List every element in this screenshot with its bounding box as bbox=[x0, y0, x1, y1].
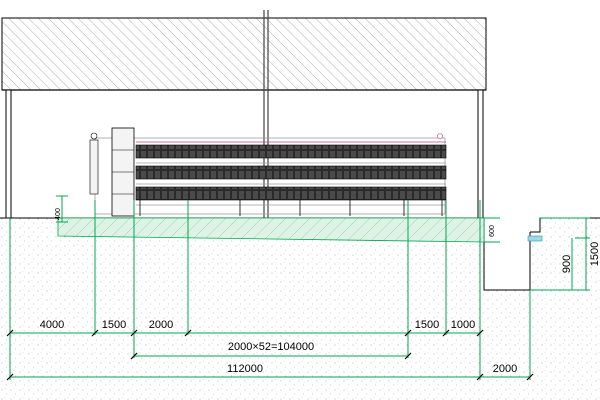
dim-1500-right: 1500 bbox=[415, 319, 439, 331]
cage-tier-bottom bbox=[135, 186, 447, 201]
dim-1500-pit: 1500 bbox=[589, 242, 600, 266]
dim-2000-right: 2000 bbox=[493, 363, 517, 375]
cage-system bbox=[89, 127, 447, 217]
roof bbox=[1, 17, 487, 91]
dim-2000-left: 2000 bbox=[149, 319, 173, 331]
dim-span: 2000×52=104000 bbox=[228, 341, 314, 353]
dim-1500-left: 1500 bbox=[102, 319, 126, 331]
dimension-lines bbox=[9, 195, 590, 380]
cage-tier-middle bbox=[135, 165, 447, 180]
dim-total: 112000 bbox=[227, 363, 263, 375]
dim-4000: 4000 bbox=[40, 319, 64, 331]
dimension-ticks bbox=[6, 329, 534, 381]
dim-900: 900 bbox=[561, 255, 573, 273]
cage-tier-top bbox=[135, 144, 447, 159]
dim-600: 600 bbox=[489, 225, 496, 237]
dim-1000: 1000 bbox=[451, 319, 475, 331]
dim-400: 400 bbox=[55, 208, 62, 220]
center-pole bbox=[263, 10, 269, 218]
